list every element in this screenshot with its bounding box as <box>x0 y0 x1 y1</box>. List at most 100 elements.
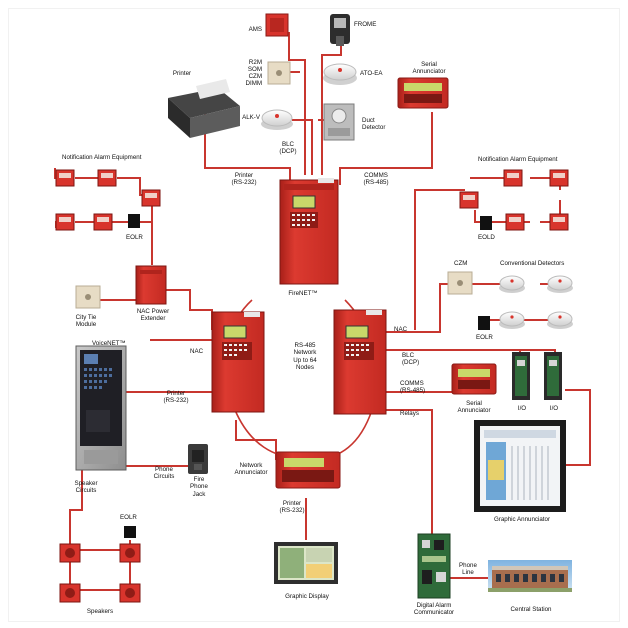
strobe-right-4 <box>505 213 525 231</box>
central-station <box>488 560 572 592</box>
right-node-panel <box>333 309 387 415</box>
voicenet-panel <box>75 345 127 471</box>
wire-relays <box>385 409 433 535</box>
ato-ea-detector <box>323 63 357 85</box>
left-node-panel <box>211 311 265 413</box>
label-czm-right: CZM <box>454 260 468 267</box>
czm-right-module <box>447 271 473 295</box>
notification-appliances-right <box>459 169 569 231</box>
eold-right-block <box>480 216 492 230</box>
serial-annunciator-top <box>397 77 449 109</box>
label-graphic-annunciator: Graphic Annunciator <box>493 516 551 523</box>
label-io-2: I/O <box>549 405 559 412</box>
eolr-bottom-block <box>124 526 136 538</box>
strobe-right-3 <box>549 169 569 187</box>
label-rs485-network: RS-485 Network Up to 64 Nodes <box>293 342 317 372</box>
label-som: SOM <box>247 66 262 73</box>
label-network-annunciator: Network Annunciator <box>234 462 268 477</box>
strobe-left-5 <box>93 213 113 231</box>
speakers-group <box>59 526 141 603</box>
label-printer-rs232-mid: Printer (RS-232) <box>163 390 189 405</box>
image-frame <box>8 8 620 622</box>
strobe-left-1 <box>55 169 75 187</box>
label-nac-power: NAC Power Extender <box>136 308 170 323</box>
conv-detector-1 <box>499 275 525 293</box>
serial-annunciator-right <box>451 363 497 395</box>
label-alk-v: ALK-V <box>242 114 260 121</box>
graphic-display <box>274 542 338 584</box>
label-fire-phone-jack: Fire Phone Jack <box>190 476 208 498</box>
label-ato-ea: ATO-EA <box>360 70 383 77</box>
label-nac-left: NAC <box>190 348 204 355</box>
label-dimm: DIMM <box>245 80 263 87</box>
firenet-panel <box>279 178 339 285</box>
label-printer-device: Printer <box>172 70 192 77</box>
label-eold-right: EOLD <box>478 234 495 241</box>
notification-appliances-left <box>55 169 161 231</box>
label-r2m: R2M <box>248 59 262 66</box>
label-comms-rs485-right: COMMS (RS-485) <box>400 380 426 395</box>
label-eolr-bottom: EOLR <box>120 514 137 521</box>
strobe-right-1 <box>459 191 479 209</box>
speaker-3 <box>59 583 81 603</box>
speaker-2 <box>119 543 141 563</box>
label-notification-left: Notification Alarm Equipment <box>62 154 142 161</box>
label-eolr-right: EOLR <box>476 334 493 341</box>
graphic-annunciator <box>474 420 566 512</box>
wire-notif-right-panel <box>414 189 465 330</box>
eolr-left-block <box>128 214 140 228</box>
city-tie-module <box>75 285 101 309</box>
label-speaker-circuits: Speaker Circuits <box>74 480 98 495</box>
label-phone-line: Phone Line <box>459 562 477 577</box>
label-blc-dcp-top: BLC (DCP) <box>279 141 297 156</box>
label-phone-circuits: Phone Circuits <box>153 466 175 481</box>
label-eolr-left: EOLR <box>126 234 143 241</box>
wire-printer-top <box>204 108 291 185</box>
duct-detector <box>323 103 355 141</box>
label-graphic-display: Graphic Display <box>285 593 329 600</box>
strobe-right-2 <box>503 169 523 187</box>
alk-v-detector <box>261 109 293 130</box>
wire-ams <box>288 32 306 175</box>
frome-device <box>330 14 350 46</box>
wire-graphic-ann <box>565 389 591 466</box>
label-central-station: Central Station <box>510 606 552 613</box>
label-io-1: I/O <box>517 405 527 412</box>
wire-notif-left <box>54 168 153 228</box>
conv-detector-3 <box>499 311 525 329</box>
label-serial-annunciator-top: Serial Annunciator <box>412 61 446 76</box>
fire-phone-jack <box>188 444 208 474</box>
wire-alk <box>292 119 313 175</box>
label-nac-right: NAC <box>394 326 408 333</box>
io-module-2 <box>544 352 562 400</box>
label-frome: FROME <box>354 21 377 28</box>
io-module-1 <box>512 352 530 400</box>
label-printer-rs232-top: Printer (RS-232) <box>231 172 257 187</box>
label-notification-right: Notification Alarm Equipment <box>478 156 558 163</box>
eolr-right-block <box>478 316 490 330</box>
strobe-left-2 <box>97 169 117 187</box>
strobe-right-5 <box>549 213 569 231</box>
conventional-detectors <box>499 275 573 329</box>
label-city-tie: City Tie Module <box>75 314 97 329</box>
label-voicenet: VoiceNET™ <box>92 340 126 347</box>
label-ams: AMS <box>248 26 262 33</box>
label-speakers: Speakers <box>86 608 114 615</box>
strobe-left-3 <box>141 189 161 207</box>
conv-detector-4 <box>547 311 573 329</box>
nac-power-extender <box>135 265 167 305</box>
label-serial-annunciator-right: Serial Annunciator <box>457 400 491 415</box>
label-relays: Relays <box>400 410 419 417</box>
label-conventional-detectors: Conventional Detectors <box>500 260 565 267</box>
label-digital-alarm-communicator: Digital Alarm Communicator <box>413 602 455 617</box>
speaker-4 <box>119 583 141 603</box>
strobe-left-4 <box>55 213 75 231</box>
label-printer-rs232-bottom: Printer (RS-232) <box>279 500 305 515</box>
printer-device <box>168 79 240 138</box>
network-annunciator <box>275 451 341 489</box>
wire-serial-top <box>339 112 433 185</box>
ams-device <box>265 13 289 37</box>
label-firenet: FireNET™ <box>288 290 318 297</box>
label-comms-rs485-top: COMMS (RS-485) <box>363 172 389 187</box>
